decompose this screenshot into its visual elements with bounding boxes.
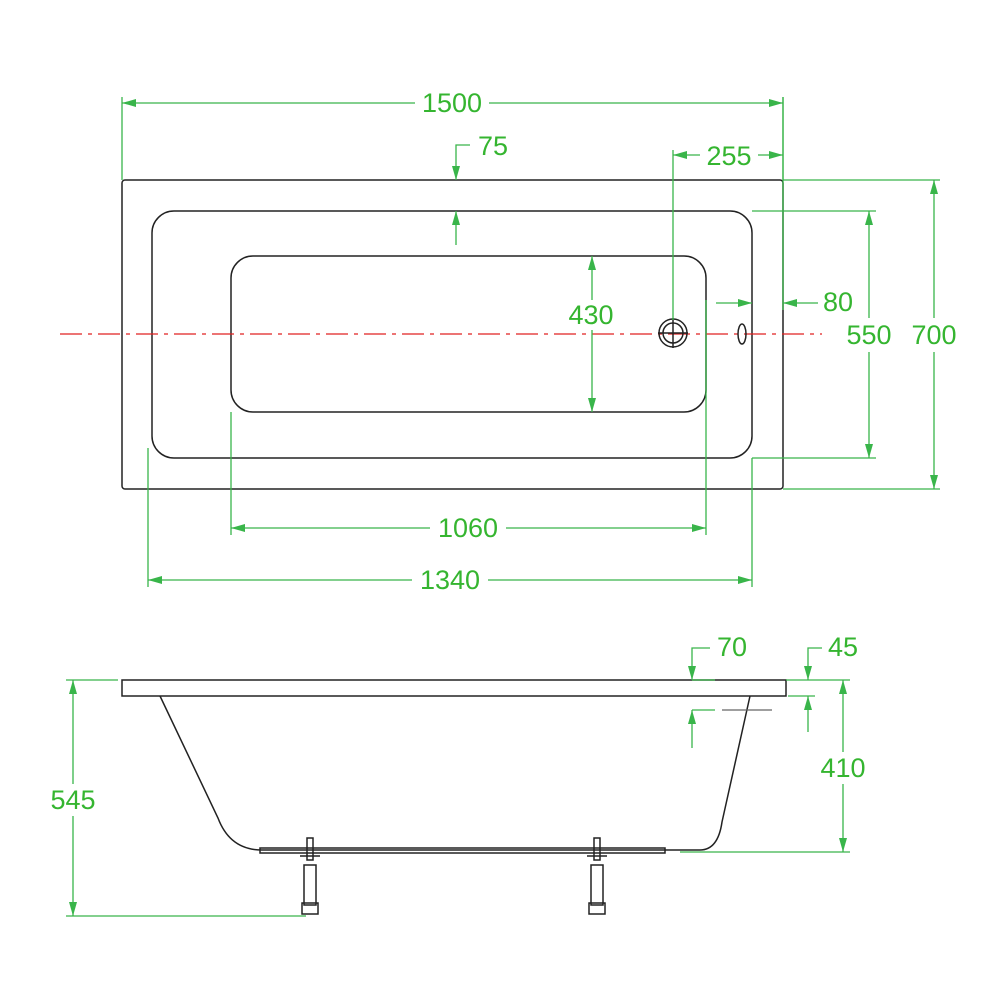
side-view: 545 70 45 410: [45, 632, 872, 917]
label-1060: 1060: [438, 513, 498, 543]
dim-basin-length: 1060: [230, 300, 707, 543]
support-leg: [300, 837, 320, 915]
dim-overall-width: 700: [783, 179, 962, 490]
label-410: 410: [820, 753, 865, 783]
dim-drain-offset: 255: [672, 97, 784, 320]
tub-body-profile: [159, 695, 751, 851]
dim-basin-width: 430: [562, 256, 620, 412]
top-view: 1500 75 255 80 430 550 700: [60, 88, 962, 595]
dim-overall-length: 1500: [121, 88, 784, 180]
label-1500: 1500: [422, 88, 482, 118]
label-550: 550: [846, 320, 891, 350]
dim-inner-width: 550: [752, 210, 898, 459]
base-plate: [259, 847, 666, 854]
drain-icon: [658, 318, 688, 348]
overflow-icon: [737, 323, 747, 345]
dim-overall-height: 545: [45, 679, 306, 917]
dim-rim-width: 75: [452, 131, 508, 245]
label-45: 45: [828, 632, 858, 662]
rim-profile: [121, 679, 787, 697]
label-700: 700: [911, 320, 956, 350]
label-80: 80: [823, 287, 853, 317]
dim-drain-depth: 70: [688, 632, 772, 748]
label-75: 75: [478, 131, 508, 161]
dim-rim-thickness: 45: [788, 632, 858, 732]
label-70: 70: [717, 632, 747, 662]
label-545: 545: [50, 785, 95, 815]
label-255: 255: [706, 141, 751, 171]
support-leg: [587, 837, 607, 915]
label-1340: 1340: [420, 565, 480, 595]
dim-overflow-offset: 80: [716, 287, 853, 317]
label-430: 430: [568, 300, 613, 330]
dim-tub-depth: 410: [680, 679, 872, 853]
dim-inner-length: 1340: [147, 448, 753, 595]
